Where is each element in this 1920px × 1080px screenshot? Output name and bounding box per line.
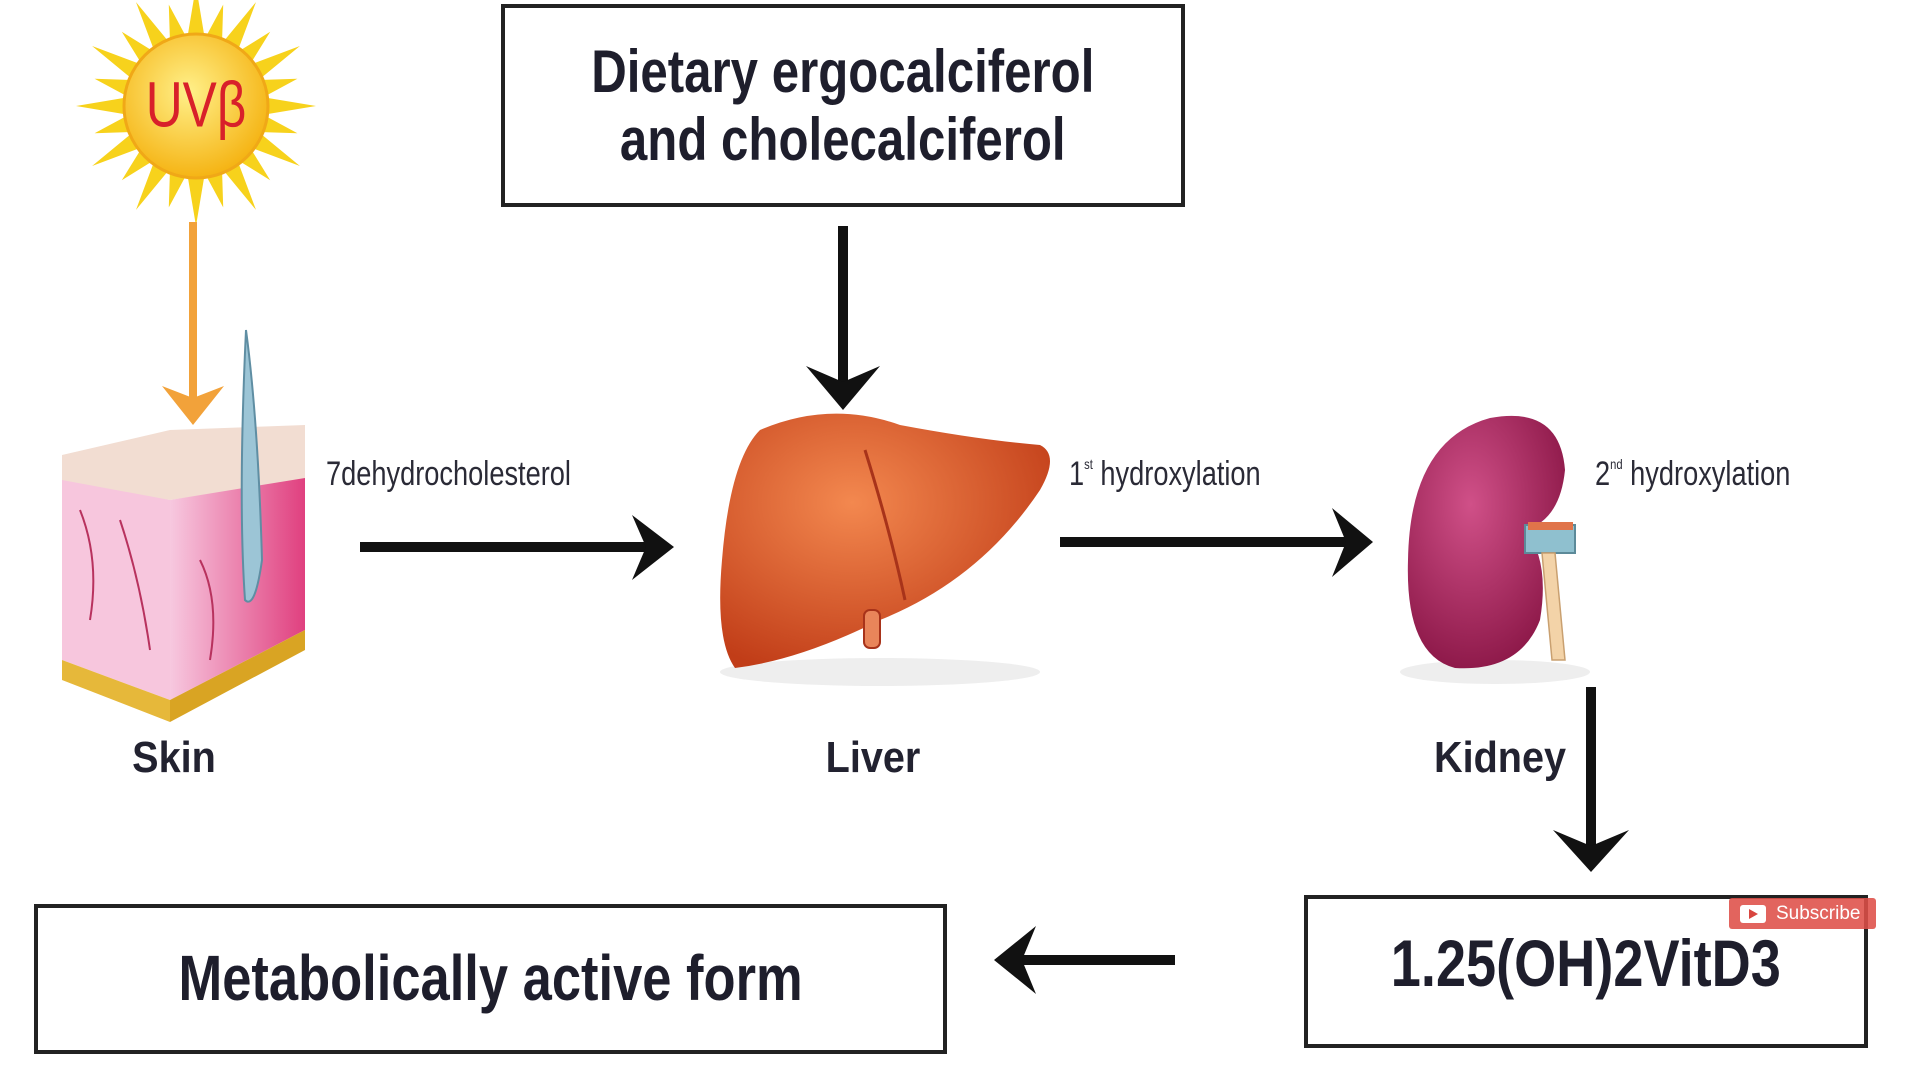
liver-illustration (720, 413, 1050, 686)
skin-label: Skin (132, 733, 216, 782)
subscribe-label: Subscribe (1776, 902, 1861, 924)
arrow-dietary-to-liver (806, 226, 880, 410)
step-ordinal: st (1084, 456, 1093, 472)
skin-illustration (62, 329, 305, 722)
kidney-step-label: 2nd hydroxylation (1595, 455, 1790, 494)
uv-arrow (162, 222, 224, 425)
dietary-line1: Dietary ergocalciferol (591, 38, 1095, 106)
subscribe-button[interactable]: Subscribe (1729, 898, 1876, 929)
step-text: hydroxylation (1100, 455, 1261, 493)
arrow-liver-to-kidney (1060, 508, 1373, 577)
kidney-label: Kidney (1433, 733, 1567, 782)
youtube-play-icon (1740, 904, 1766, 923)
skin-step-label: 7dehydrocholesterol (326, 455, 571, 493)
kidney-illustration (1400, 415, 1590, 684)
dietary-line2: and cholecalciferol (620, 105, 1066, 173)
dietary-box: Dietary ergocalciferol and cholecalcifer… (501, 4, 1185, 207)
sun-icon (76, 0, 316, 226)
sun-rays (76, 0, 316, 226)
product-text: 1.25(OH)2VitD3 (1390, 926, 1782, 1000)
step-text: hydroxylation (1630, 455, 1791, 493)
sun-label: UVβ (145, 68, 247, 141)
step-number: 1 (1069, 455, 1085, 493)
step-ordinal: nd (1610, 456, 1623, 472)
step-number: 2 (1595, 455, 1611, 493)
liver-label: Liver (825, 733, 921, 782)
arrow-skin-to-liver (360, 515, 674, 580)
liver-step-label: 1st hydroxylation (1069, 455, 1261, 494)
arrow-kidney-to-product (1553, 687, 1629, 872)
arrow-product-to-active (994, 926, 1175, 994)
active-form-box: Metabolically active form (34, 904, 947, 1054)
active-form-text: Metabolically active form (178, 942, 803, 1015)
